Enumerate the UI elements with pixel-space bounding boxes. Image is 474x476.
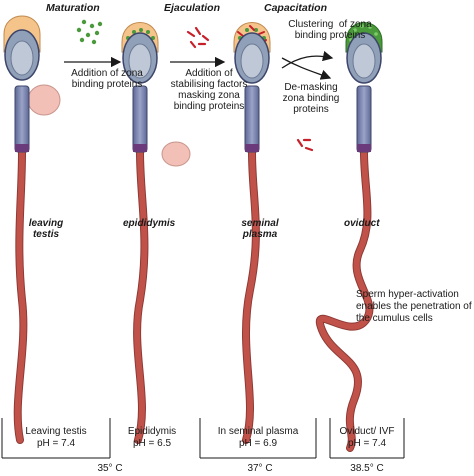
location-oviduct: oviduct: [344, 218, 380, 229]
stage-title-ejaculation: Ejaculation: [164, 2, 221, 14]
step-maturation: Addition of zona binding proteins: [71, 68, 143, 90]
temperature-label: 37° C: [247, 463, 273, 474]
shed-cytoplasmic-droplet: [161, 141, 191, 167]
stabilising-factors: [186, 26, 210, 49]
location-epididymis: epididymis: [123, 218, 176, 229]
zona-binding-proteins-dots: [76, 19, 103, 45]
temperature-label: 35° C: [97, 463, 123, 474]
condition-ph: pH = 7.4: [347, 438, 387, 449]
condition-label: Leaving testis: [25, 426, 87, 437]
condition-ph: pH = 7.4: [36, 438, 76, 449]
released-stabilising-factors: [296, 138, 314, 152]
sperm-epididymis: [121, 22, 159, 444]
step-ejaculation: Addition of stabilising factors masking …: [170, 68, 248, 112]
condition-ph: pH = 6.9: [238, 438, 278, 449]
cytoplasmic-droplet: [27, 84, 61, 116]
stage-title-capacitation: Capacitation: [264, 2, 328, 14]
hyperactivation-note: Sperm hyper-activation enables the penet…: [356, 289, 472, 324]
location-seminal-plasma: seminal plasma: [241, 218, 279, 240]
sperm-seminal-plasma: [233, 22, 271, 444]
sperm-leaving-testis: [3, 15, 61, 444]
capacitation-arrows: [281, 50, 334, 80]
temperature-label: 38.5° C: [350, 463, 384, 474]
step-capacitation-demasking: De-masking zona binding proteins: [282, 82, 340, 115]
condition-label: Epididymis: [127, 426, 177, 437]
location-leaving-testis: leaving testis: [28, 218, 64, 240]
sperm-midpiece: [14, 85, 30, 153]
sperm-oviduct: [315, 22, 383, 452]
step-capacitation-clustering: Clustering of zona binding proteins: [288, 19, 372, 41]
stage-title-maturation: Maturation: [46, 2, 100, 14]
condition-label: Oviduct/ IVF: [339, 426, 395, 437]
condition-ph: pH = 6.5: [132, 438, 172, 449]
condition-brackets: [1, 418, 405, 459]
condition-label: In seminal plasma: [217, 426, 299, 437]
